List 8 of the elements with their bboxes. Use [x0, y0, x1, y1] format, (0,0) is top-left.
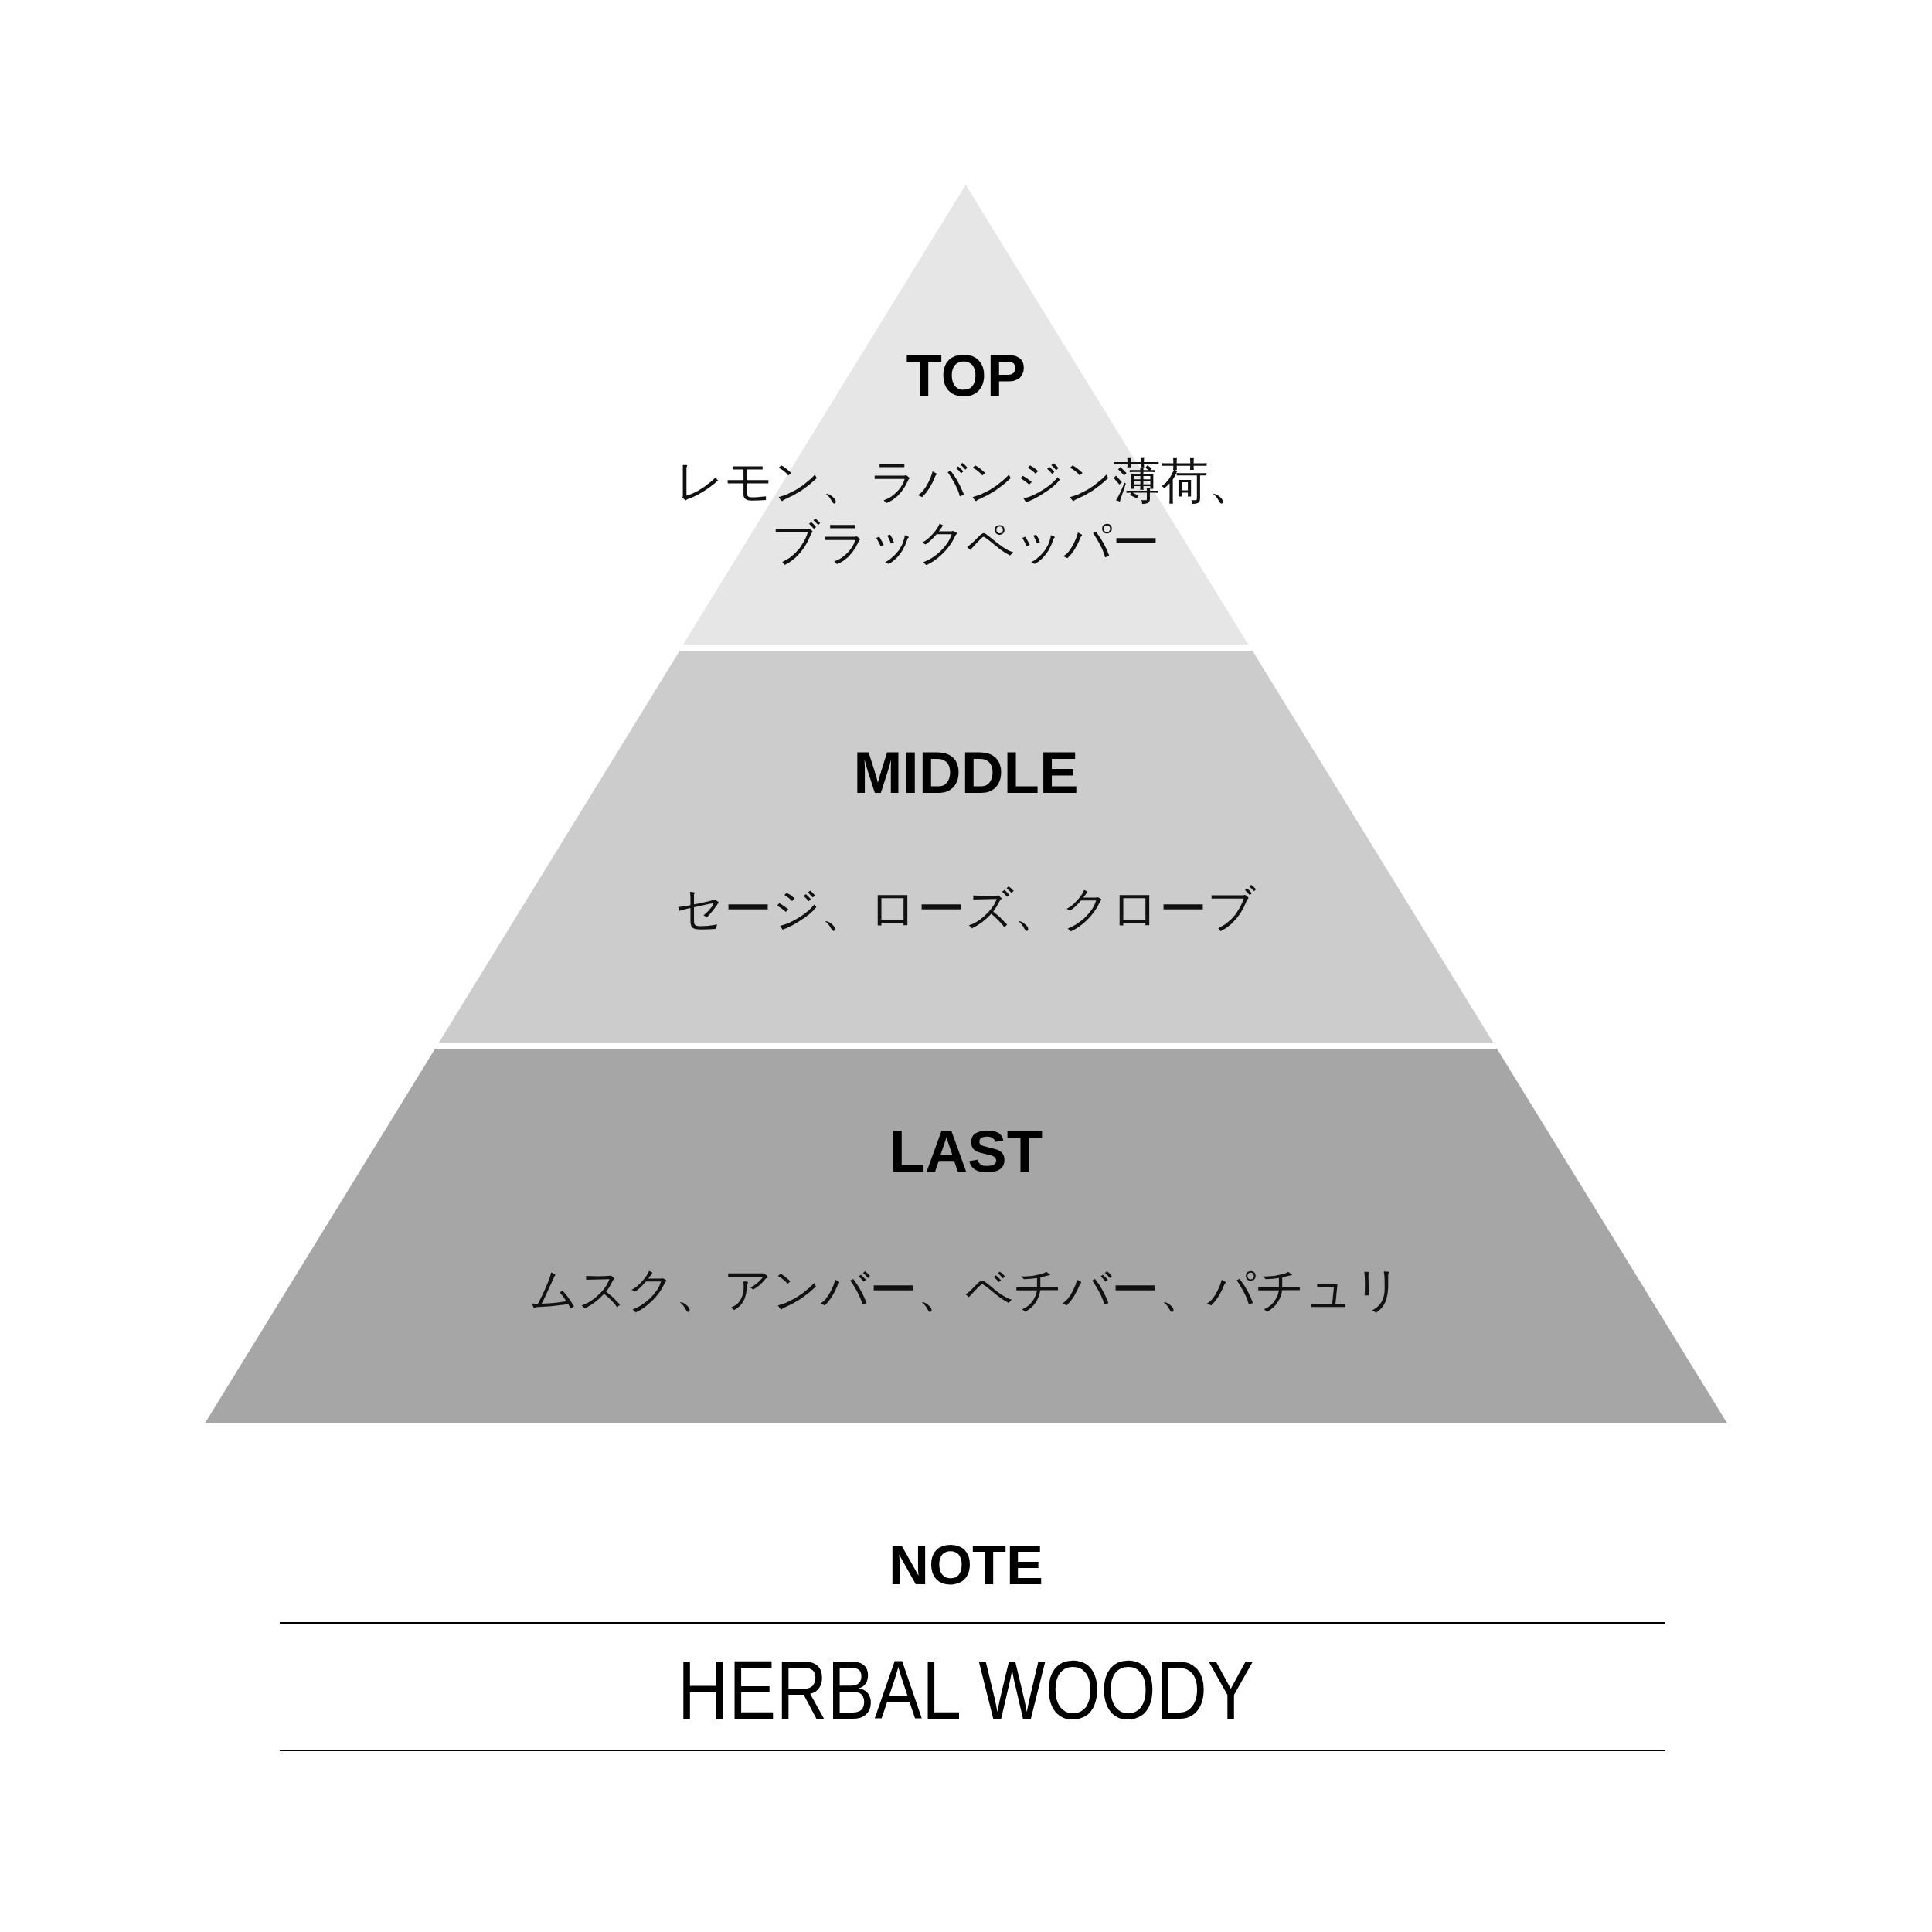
scent-name: HERBAL WOODY [677, 1648, 1255, 1732]
tier-text: セージ、ローズ、クローブ [675, 881, 1257, 937]
tier-text: レモン、ラバンジン薄荷、ブラックペッパー [675, 453, 1257, 570]
note-heading: NOTE [889, 1537, 1043, 1593]
tier-heading: LAST [889, 1122, 1043, 1181]
tier-heading: MIDDLE [853, 743, 1079, 802]
tier-text: ムスク、アンバー、ベチバー、パチュリ [529, 1262, 1403, 1318]
tier-heading: TOP [906, 346, 1026, 405]
